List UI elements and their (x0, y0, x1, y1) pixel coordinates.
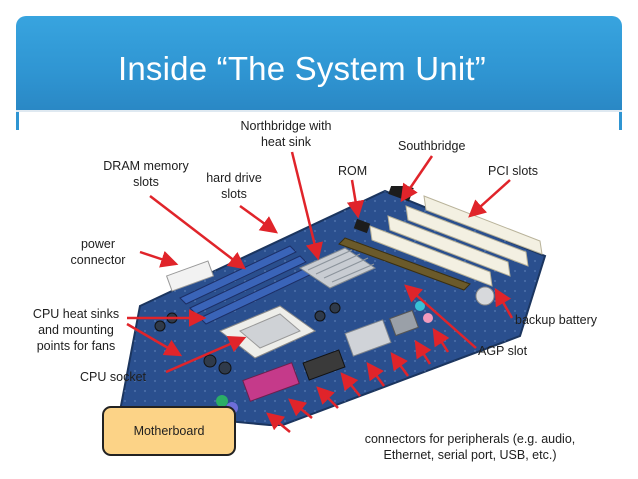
title-underline (16, 110, 622, 112)
label-dram: DRAM memory slots (103, 159, 189, 189)
label-northbridge: Northbridge with heat sink (240, 119, 332, 149)
label-rom: ROM (338, 164, 368, 178)
title-banner (16, 16, 622, 110)
label-pci: PCI slots (488, 164, 539, 178)
motherboard-image (120, 186, 547, 426)
motherboard-caption-box: Motherboard (102, 406, 236, 456)
label-cpu-heat: CPU heat sinks and mounting points for f… (32, 307, 120, 353)
label-cpu-socket: CPU socket (80, 370, 146, 384)
label-agp: AGP slot (478, 344, 528, 358)
motherboard-caption: Motherboard (133, 424, 205, 438)
label-southbridge: Southbridge (398, 139, 466, 153)
title-divider (16, 110, 622, 130)
label-hard-drive: hard drive slots (206, 171, 262, 201)
slide-title: Inside “The System Unit” (118, 50, 486, 87)
label-power: power connector (70, 237, 126, 267)
label-backup-battery: backup battery (515, 313, 597, 327)
label-connectors: connectors for peripherals (e.g. audio, … (364, 432, 576, 462)
